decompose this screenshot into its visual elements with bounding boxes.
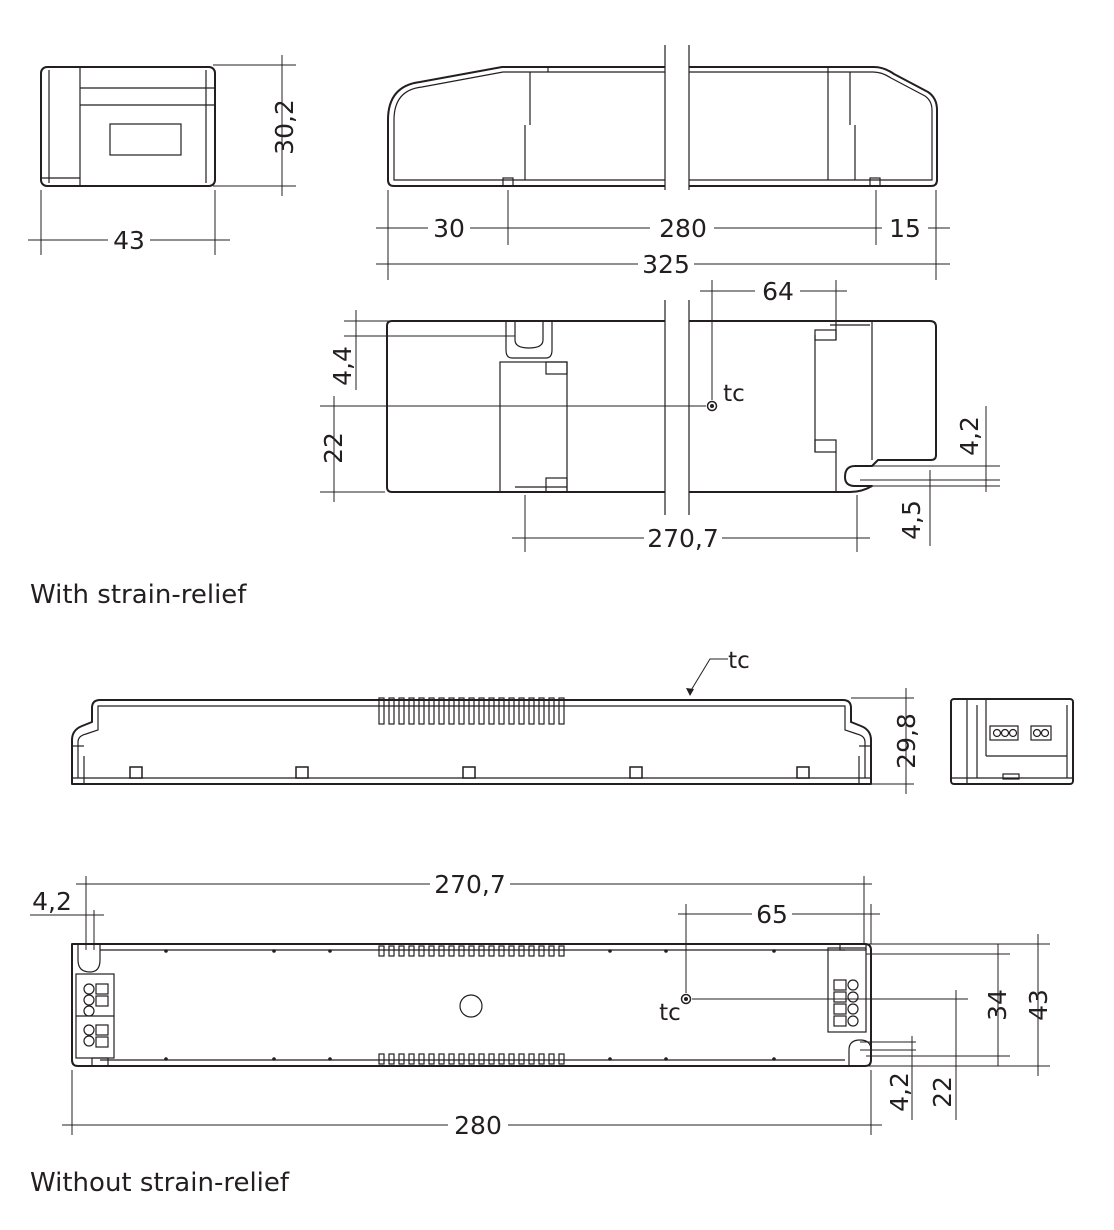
dim-side2-height: 29,8 <box>892 713 921 769</box>
caption-without-strain-relief: Without strain-relief <box>30 1168 290 1198</box>
caption-with-strain-relief: With strain-relief <box>30 580 247 610</box>
dim-top-4-2: 4,2 <box>955 416 984 456</box>
dim-side-total: 325 <box>642 250 690 279</box>
end-view-without-strain-relief <box>950 698 1074 785</box>
side-view-with-strain-relief <box>376 45 950 280</box>
dim-top-4-4: 4,4 <box>328 346 357 386</box>
dim-plan-43: 43 <box>1024 989 1053 1021</box>
plan-view-without-strain-relief <box>30 876 1050 1135</box>
dim-plan-270-7: 270,7 <box>434 870 506 899</box>
dim-top-4-5: 4,5 <box>897 500 926 540</box>
dim-plan-4-2-right: 4,2 <box>885 1072 914 1112</box>
dim-plan-65: 65 <box>756 900 788 929</box>
dim-top-64: 64 <box>762 277 794 306</box>
dim-plan-4-2-left: 4,2 <box>32 887 72 916</box>
side-view-without-strain-relief <box>71 658 914 794</box>
end-view-with-strain-relief <box>28 55 296 255</box>
dim-top-270-7: 270,7 <box>647 524 719 553</box>
tc-label-plan: tc <box>659 1000 681 1026</box>
dim-side-mid: 280 <box>659 214 707 243</box>
dim-end-width: 43 <box>113 226 145 255</box>
dim-end-height: 30,2 <box>270 99 299 155</box>
tc-label-top: tc <box>723 381 745 407</box>
dim-plan-22: 22 <box>928 1076 957 1108</box>
dim-side-left: 30 <box>433 214 465 243</box>
dim-plan-34: 34 <box>983 989 1012 1021</box>
dim-side-right: 15 <box>889 214 921 243</box>
dim-top-22: 22 <box>319 432 348 464</box>
tc-label-side: tc <box>728 648 750 674</box>
dim-plan-280: 280 <box>454 1111 502 1140</box>
plan-view-with-strain-relief <box>320 280 1000 552</box>
